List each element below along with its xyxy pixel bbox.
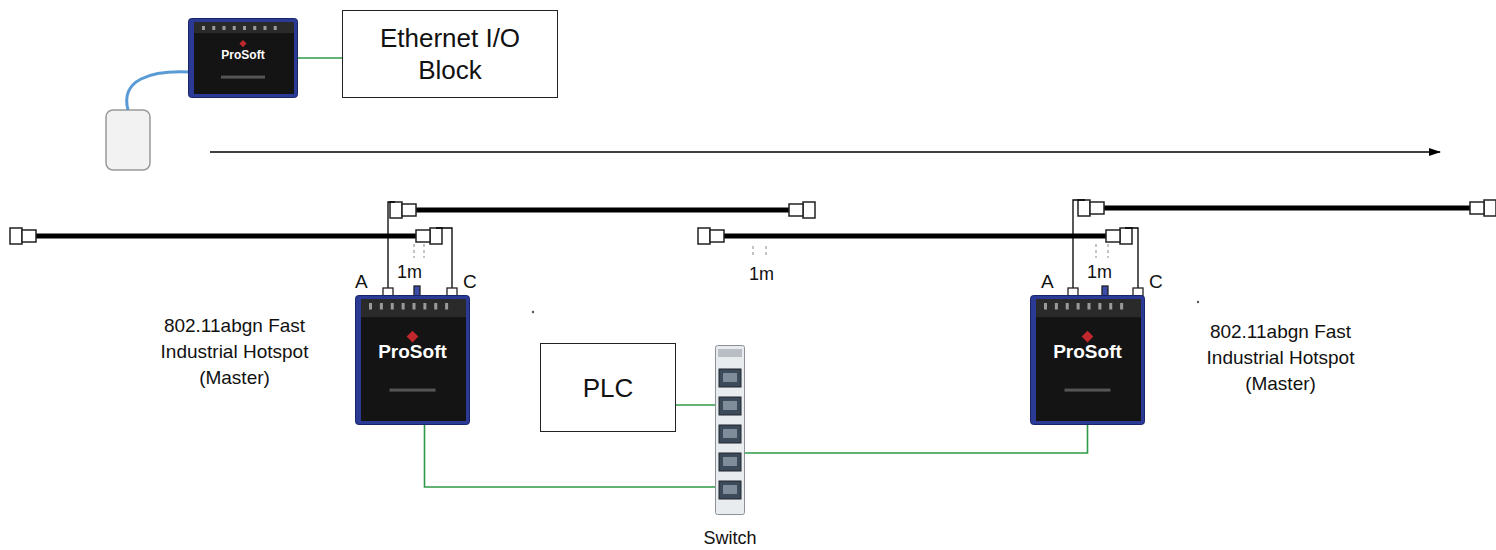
port-label: A — [1040, 272, 1055, 292]
radio-device: ProSoft — [188, 18, 298, 98]
cable-connector — [10, 200, 1496, 244]
box-label: Ethernet I/O Block — [343, 16, 557, 92]
port-label: C — [1148, 272, 1164, 292]
ethernet-link — [425, 425, 716, 487]
plc-box: PLC — [540, 343, 676, 432]
network-switch: Switch — [715, 345, 745, 515]
switch-label: Switch — [670, 525, 790, 550]
antenna-port — [383, 286, 1143, 296]
port-label: C — [462, 272, 478, 292]
travel-arrow — [210, 151, 1440, 153]
device-logo: ProSoft — [188, 48, 298, 62]
ethernet-link — [676, 404, 715, 406]
antenna-cable — [127, 72, 190, 110]
hotspot-device: ProSoft802.11abgn Fast Industrial Hotspo… — [1030, 295, 1145, 425]
port-label: A — [354, 272, 369, 292]
io-block: Ethernet I/O Block — [342, 10, 558, 98]
dimension-label: 1m — [748, 264, 775, 284]
ethernet-link — [298, 57, 342, 59]
antenna-lead — [388, 200, 1138, 292]
device-logo: ProSoft — [1030, 341, 1145, 363]
dimension-label: 1m — [1086, 262, 1113, 282]
client-antenna — [106, 110, 150, 170]
ethernet-link — [745, 425, 1088, 453]
radiating-cable — [30, 208, 1470, 236]
device-caption: 802.11abgn Fast Industrial Hotspot (Mast… — [127, 313, 342, 391]
switch-body — [715, 345, 745, 515]
device-logo: ProSoft — [355, 341, 470, 363]
hotspot-device: ProSoft802.11abgn Fast Industrial Hotspo… — [355, 295, 470, 425]
device-caption: 802.11abgn Fast Industrial Hotspot (Mast… — [1173, 319, 1388, 397]
dimension-label: 1m — [396, 262, 423, 282]
box-label: PLC — [573, 366, 644, 410]
dimension-tick — [414, 244, 1108, 258]
